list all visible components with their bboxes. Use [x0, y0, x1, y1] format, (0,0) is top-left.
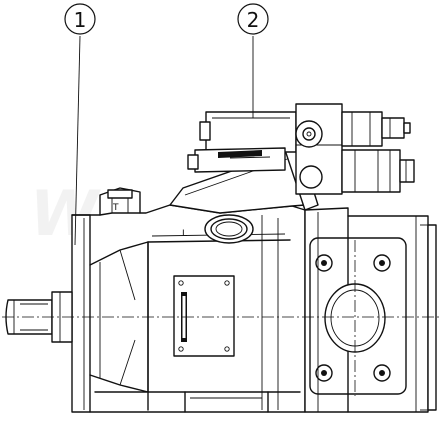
t-port: T — [99, 187, 141, 216]
callout-1: 1 — [64, 3, 96, 246]
callout-1-label: 1 — [74, 8, 87, 32]
l-port: L — [182, 214, 254, 244]
bolt-holes — [315, 254, 391, 382]
center-lines — [2, 240, 440, 396]
callout-1-circle — [64, 3, 96, 35]
l-port-label: L — [182, 229, 187, 239]
callout-2-label: 2 — [247, 8, 260, 32]
t-port-label: T — [112, 203, 119, 213]
control-valve — [169, 103, 415, 214]
callout-2-circle — [237, 3, 269, 35]
main-housing — [71, 204, 306, 413]
callout-2: 2 — [237, 3, 269, 118]
rear-flange — [304, 207, 437, 413]
